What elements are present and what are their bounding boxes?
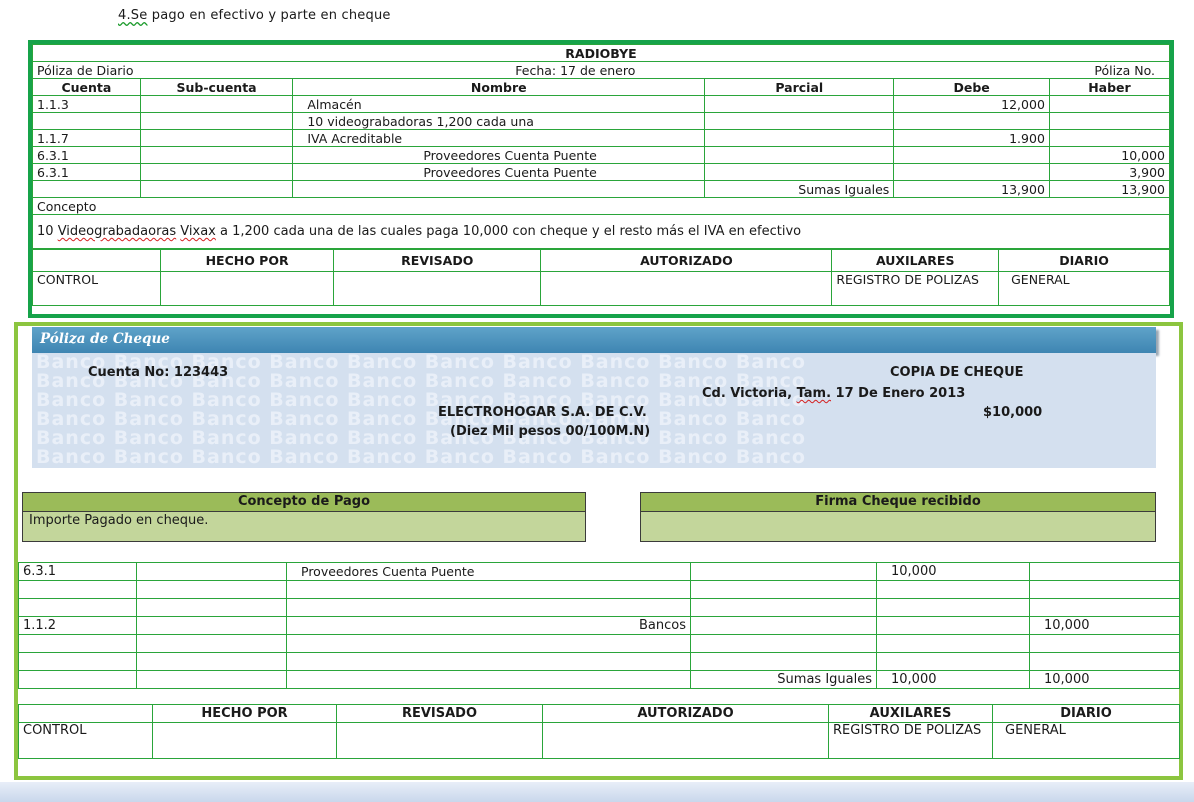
amount-words: (Diez Mil pesos 00/100M.N) [450,424,651,439]
sig-revisado: REVISADO [333,249,542,272]
sums-label: Sumas Iguales [704,180,895,198]
exercise-heading: 4.Se pago en efectivo y parte en cheque [118,8,391,23]
diario-signature-table: HECHO POR REVISADO AUTORIZADO AUXILARES … [31,249,1170,306]
sig-diario: DIARIO [992,704,1180,723]
table-row: 10 videograbadoras 1,200 cada una [32,112,1171,130]
cell-cuenta: 1.1.7 [32,129,141,147]
col-subcuenta: Sub-cuenta [139,78,294,96]
col-haber: Haber [1048,78,1171,96]
cell-nombre: 10 videograbadoras 1,200 cada una [292,112,706,130]
sig-revisado: REVISADO [336,704,543,723]
cell-debe [876,616,1030,635]
cell-nombre: Bancos [286,616,691,635]
sig-hecho-por: HECHO POR [160,249,335,272]
poliza-diario: RADIOBYE Póliza de Diario Fecha: 17 de e… [28,40,1174,318]
sig-diario: DIARIO [998,249,1170,272]
cell-debe: 12,000 [893,95,1050,113]
table-row: 1.1.3 Almacén 12,000 [32,95,1171,113]
cheque-signature-table: HECHO POR REVISADO AUTORIZADO AUXILARES … [18,704,1180,759]
cheque-amount: $10,000 [983,405,1043,420]
sum-debe: 10,000 [876,670,1030,689]
diario-table: RADIOBYE Póliza de Diario Fecha: 17 de e… [31,44,1171,249]
col-debe: Debe [893,78,1050,96]
sums-row: Sumas Iguales 10,000 10,000 [18,670,1180,689]
sum-haber: 13,900 [1048,180,1171,198]
cell-cuenta: 1.1.2 [18,616,137,635]
sum-haber: 10,000 [1029,670,1180,689]
sums-label: Sumas Iguales [690,670,877,689]
cell-cuenta [32,112,141,130]
cell-cuenta: 6.3.1 [32,146,141,164]
col-cuenta: Cuenta [32,78,141,96]
firma-box[interactable] [640,512,1156,542]
cell-debe [893,163,1050,181]
cell-debe [893,146,1050,164]
cell-nombre: Proveedores Cuenta Puente [286,562,691,581]
sig-general: GENERAL [998,271,1170,306]
diario-header-row: Cuenta Sub-cuenta Nombre Parcial Debe Ha… [32,78,1171,96]
cell-haber [1048,95,1171,113]
window-bottom-bar [0,782,1194,802]
sig-autorizado: AUTORIZADO [542,704,829,723]
sig-control: CONTROL [18,722,153,759]
col-nombre: Nombre [292,78,706,96]
sig-control: CONTROL [31,271,162,306]
cell-cuenta: 6.3.1 [18,562,137,581]
table-row: 6.3.1 Proveedores Cuenta Puente 10,000 [32,146,1171,164]
concepto-text: 10 Videograbadaoras Vixax a 1,200 cada u… [32,214,1170,249]
table-row: 1.1.2 Bancos 10,000 [18,616,1180,635]
poliza-type: Póliza de Diario [31,61,293,79]
banco-watermark: Banco Banco Banco Banco Banco Banco Banc… [36,353,806,468]
table-row: 6.3.1 Proveedores Cuenta Puente 10,000 [18,562,1180,581]
table-row: 6.3.1 Proveedores Cuenta Puente 3,900 [32,163,1171,181]
account-number: Cuenta No: 123443 [88,365,229,380]
sig-auxilares: AUXILARES [831,249,1000,272]
sig-registro: REGISTRO DE POLIZAS [831,271,1000,306]
exercise-number: 4.Se [118,8,148,23]
table-row: 1.1.7 IVA Acreditable 1.900 [32,129,1171,147]
cheque-table: 6.3.1 Proveedores Cuenta Puente 10,000 1… [18,562,1180,689]
sums-row: Sumas Iguales 13,900 13,900 [32,180,1171,198]
cell-haber: 3,900 [1048,163,1171,181]
cell-debe: 10,000 [876,562,1030,581]
cell-nombre: Proveedores Cuenta Puente [292,146,706,164]
exercise-text: pago en efectivo y parte en cheque [147,8,391,23]
cell-haber: 10,000 [1029,616,1180,635]
col-parcial: Parcial [704,78,895,96]
cell-haber: 10,000 [1048,146,1171,164]
cell-haber [1048,129,1171,147]
cell-nombre: IVA Acreditable [292,129,706,147]
cell-haber [1048,112,1171,130]
company-name: RADIOBYE [32,44,1170,62]
sig-general: GENERAL [992,722,1180,759]
concepto-label: Concepto [32,197,1170,215]
cell-haber [1029,562,1180,581]
cell-nombre: Almacén [292,95,706,113]
sig-auxilares: AUXILARES [828,704,993,723]
place-date: Cd. Victoria, Tam. 17 De Enero 2013 [702,386,966,401]
sum-debe: 13,900 [893,180,1050,198]
cell-debe [893,112,1050,130]
sig-hecho-por: HECHO POR [152,704,337,723]
concepto-pago-header: Concepto de Pago [22,492,586,512]
cell-nombre: Proveedores Cuenta Puente [292,163,706,181]
sig-autorizado: AUTORIZADO [540,249,833,272]
poliza-date: Fecha: 17 de enero [292,61,894,79]
concepto-pago-text: Importe Pagado en cheque. [22,512,586,542]
sig-registro: REGISTRO DE POLIZAS [828,722,993,759]
cell-cuenta: 1.1.3 [32,95,141,113]
poliza-cheque: Póliza de Cheque Banco Banco Banco Banco… [14,322,1183,780]
cell-cuenta: 6.3.1 [32,163,141,181]
firma-header: Firma Cheque recibido [640,492,1156,512]
payee: ELECTROHOGAR S.A. DE C.V. [438,405,647,420]
copy-label: COPIA DE CHEQUE [890,365,1024,380]
cheque-body: Banco Banco Banco Banco Banco Banco Banc… [32,353,1156,468]
poliza-number: Póliza No. [893,61,1170,79]
cheque-title: Póliza de Cheque [32,327,1156,353]
cell-debe: 1.900 [893,129,1050,147]
